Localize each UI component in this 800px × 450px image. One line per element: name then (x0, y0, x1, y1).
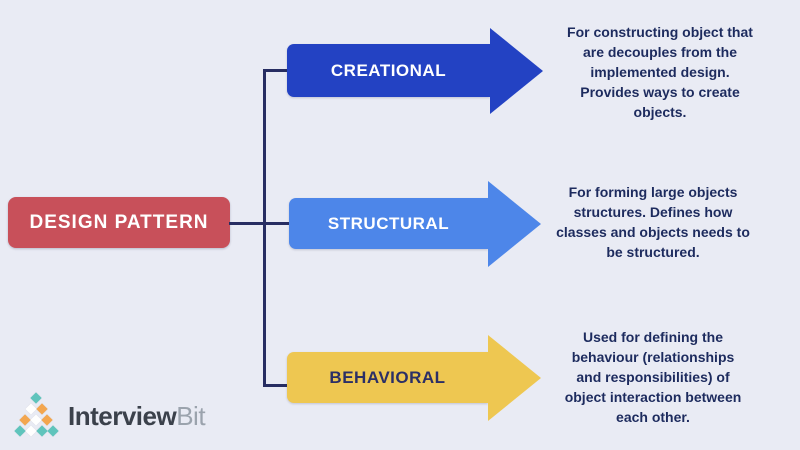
logo-mark-row (24, 403, 48, 415)
connector-to-behavioral (266, 384, 290, 387)
logo-diamond-icon (19, 414, 31, 426)
logo-diamond-icon (35, 403, 48, 415)
connector-root-to-tree (229, 222, 290, 225)
logo-diamond-icon (13, 425, 26, 437)
logo-mark-row (30, 392, 42, 404)
design-pattern-root-label: DESIGN PATTERN (29, 211, 209, 233)
logo-mark-row (13, 425, 59, 437)
interviewbit-logo: InterviewBit (13, 392, 206, 438)
interviewbit-logo-text: InterviewBit (68, 400, 206, 432)
creational-arrow-head-icon (490, 28, 543, 114)
structural-arrow-label: STRUCTURAL (327, 213, 450, 233)
structural-arrow: STRUCTURAL (289, 198, 488, 249)
logo-diamond-icon (24, 425, 37, 437)
connector-vertical-trunk (263, 69, 266, 387)
design-pattern-root-box: DESIGN PATTERN (8, 197, 230, 248)
logo-diamond-icon (35, 425, 48, 437)
logo-diamond-icon (30, 414, 42, 426)
interviewbit-logo-text-secondary: Bit (176, 400, 206, 431)
logo-mark-row (19, 414, 53, 426)
logo-diamond-icon (30, 392, 42, 404)
logo-diamond-icon (46, 425, 59, 437)
structural-arrow-head-icon (488, 181, 541, 267)
behavioral-arrow-label: BEHAVIORAL (329, 367, 446, 387)
interviewbit-logo-text-primary: Interview (68, 400, 177, 431)
interviewbit-logo-mark-icon (13, 392, 59, 438)
creational-description: For constructing object that are decoupl… (567, 24, 753, 120)
logo-diamond-icon (24, 403, 37, 415)
creational-arrow-label: CREATIONAL (330, 60, 447, 80)
behavioral-description: Used for defining the behaviour (relatio… (564, 329, 742, 425)
behavioral-arrow: BEHAVIORAL (287, 352, 488, 403)
logo-diamond-icon (41, 414, 53, 426)
behavioral-arrow-head-icon (488, 335, 541, 421)
connector-to-creational (266, 69, 290, 72)
structural-description: For forming large objects structures. De… (556, 184, 750, 260)
creational-arrow: CREATIONAL (287, 44, 490, 97)
